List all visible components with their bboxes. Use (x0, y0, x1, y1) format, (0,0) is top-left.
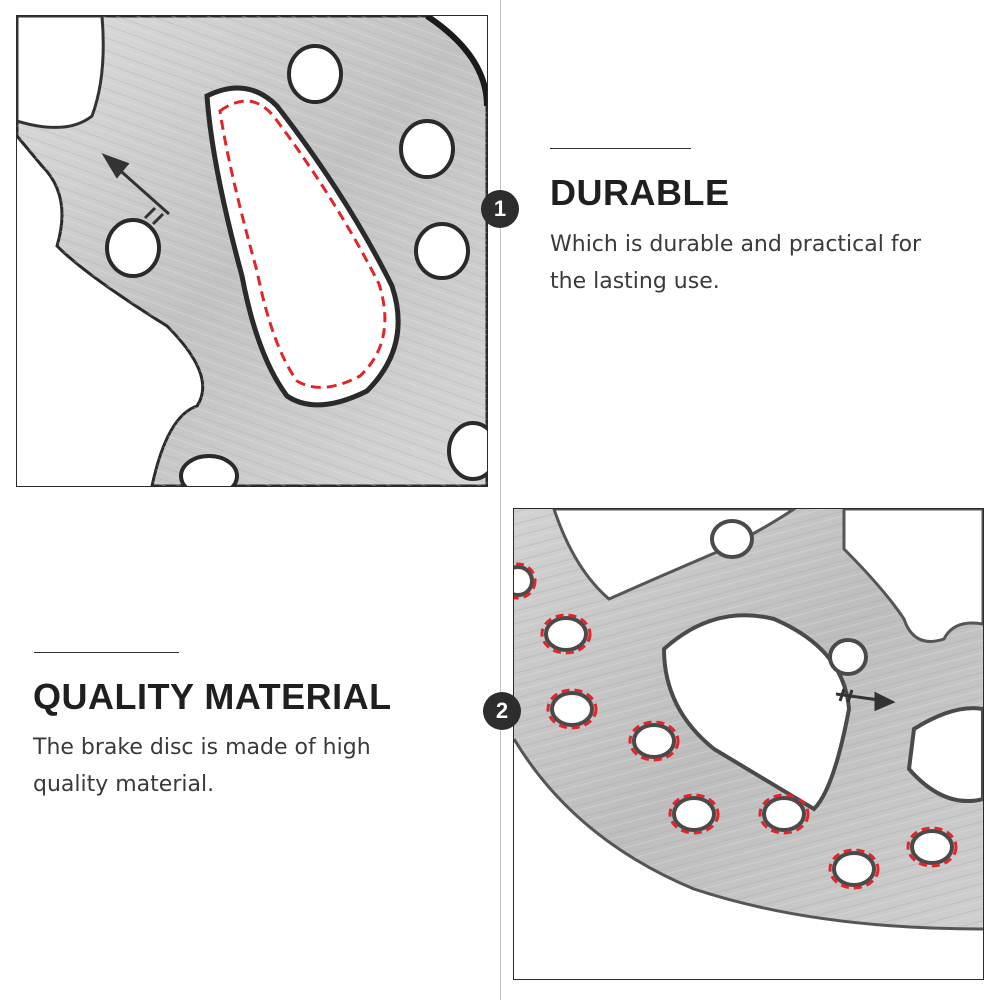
feature-description: Which is durable and practical for the l… (550, 226, 950, 300)
description-line: Which is durable and practical for (550, 232, 922, 257)
feature-title: DURABLE (550, 172, 730, 213)
brake-disc-photo-1 (17, 16, 487, 486)
brake-disc-photo-2 (514, 509, 983, 931)
rotation-arrow-icon (101, 153, 170, 226)
feature-number-badge: 1 (481, 190, 519, 228)
description-line: The brake disc is made of high (33, 735, 371, 760)
feature-description: The brake disc is made of high quality m… (33, 729, 453, 803)
brake-disc-closeup-image-1 (16, 15, 488, 487)
center-divider (500, 0, 501, 1000)
feature-number-badge: 2 (483, 692, 521, 730)
highlight-dashed-circles (514, 562, 958, 890)
rotation-arrow-icon (835, 688, 896, 712)
feature-title: QUALITY MATERIAL (33, 676, 392, 717)
description-line: the lasting use. (550, 269, 720, 294)
heading-rule (34, 652, 179, 653)
description-line: quality material. (33, 772, 215, 797)
heading-rule (550, 148, 691, 149)
brake-disc-closeup-image-2 (513, 508, 984, 980)
highlight-dashed-outline (218, 99, 387, 389)
